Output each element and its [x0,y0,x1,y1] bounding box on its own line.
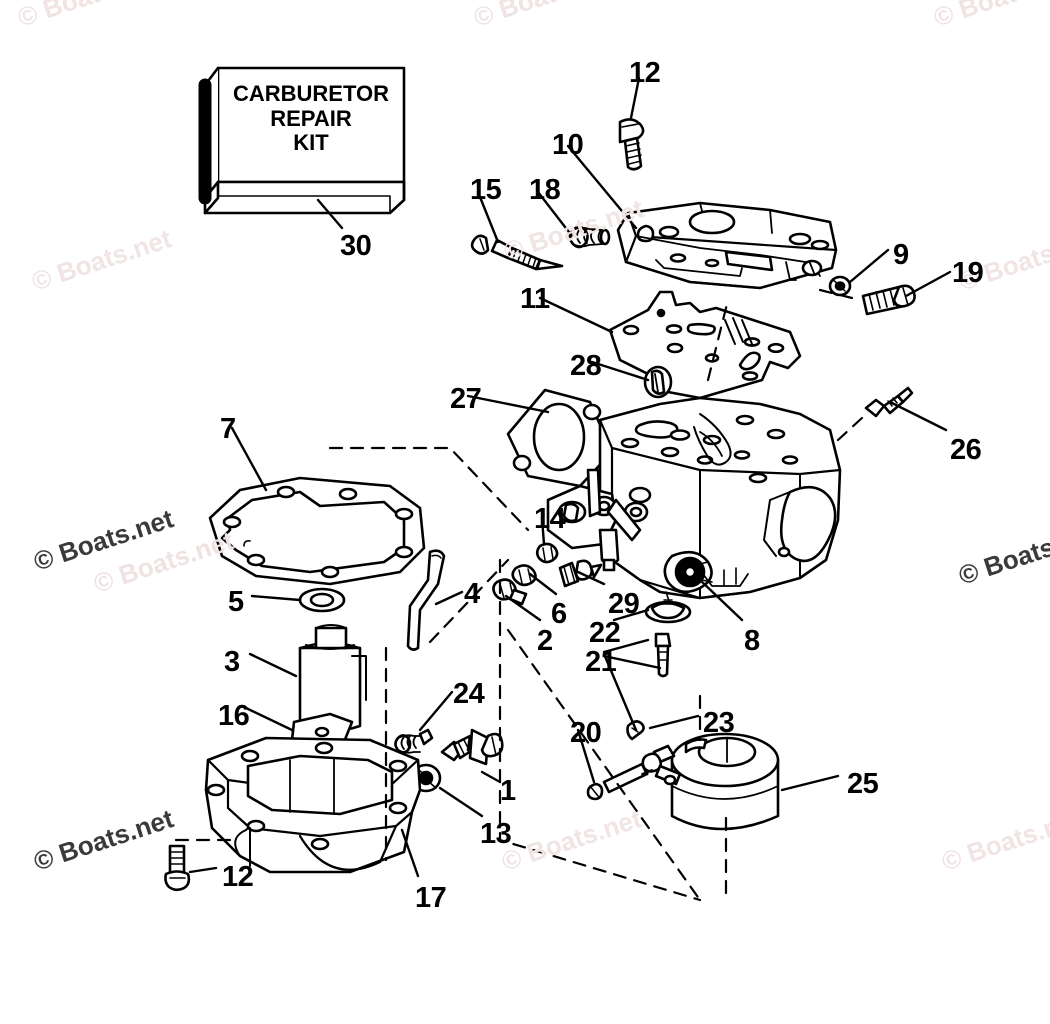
callout-screw-long[interactable]: 20 [570,717,602,749]
callout-fitting[interactable]: 29 [608,588,640,620]
callout-screw-small[interactable]: 2 [537,625,553,657]
repair-kit-label: CARBURETOR REPAIR KIT [218,81,404,156]
callout-cover-plate[interactable]: 16 [218,700,250,732]
callout-screw-top[interactable]: 12 [629,57,661,89]
part-flange-gasket [506,388,614,488]
kit-line-2: REPAIR [270,105,352,131]
callout-screw[interactable]: 19 [952,257,984,289]
part-spring [568,225,611,249]
callout-gasket-plate[interactable]: 11 [520,283,550,315]
part-needle-valve [470,234,564,271]
callout-nut[interactable]: 14 [534,503,566,535]
callout-valve-assembly[interactable]: 1 [500,775,516,807]
part-pin-and-clip [654,632,672,678]
part-nut-14 [535,542,559,564]
part-bushing [643,365,673,399]
callout-retainer[interactable]: 22 [589,617,621,649]
callout-spring-idle[interactable]: 24 [453,678,485,710]
callout-flange-gasket[interactable]: 27 [450,383,482,415]
callout-needle-valve[interactable]: 15 [470,174,502,206]
callout-top-cover[interactable]: 10 [552,129,584,161]
callout-idle-jet[interactable]: 26 [950,434,982,466]
callout-solenoid[interactable]: 25 [847,768,879,800]
kit-line-1: CARBURETOR [232,81,390,106]
callout-float-bowl[interactable]: 17 [415,882,447,914]
kit-line-3: KIT [293,130,329,156]
callout-washer[interactable]: 9 [893,239,909,271]
callout-pin-and-clip[interactable]: 21 [585,646,617,678]
part-fitting-29 [558,559,603,588]
part-washer-seal [298,587,346,613]
part-float-bowl [204,736,422,874]
callout-washer-seal[interactable]: 5 [228,586,244,618]
part-screw-long [586,760,652,801]
part-screw-bowl [164,844,191,892]
callout-o-ring[interactable]: 13 [480,818,512,850]
callout-carburetor-repair-kit[interactable]: 30 [340,230,372,262]
part-screw-19 [861,284,916,316]
callout-carburetor-body[interactable]: 8 [744,625,760,657]
callout-clip[interactable]: 23 [703,707,735,739]
part-valve-assembly [440,728,504,766]
part-vent-tube [406,549,446,651]
part-solenoid [641,732,780,831]
part-body-gasket [208,476,426,586]
part-carburetor-repair-kit [198,66,406,215]
callout-screw-bowl[interactable]: 12 [222,861,254,893]
part-gasket-plate [608,290,802,400]
part-retainer [644,591,692,624]
callout-body-gasket[interactable]: 7 [220,413,236,445]
callout-nut-small[interactable]: 6 [551,598,567,630]
callout-float[interactable]: 3 [224,646,240,678]
part-carburetor-body [546,396,842,600]
callout-spring[interactable]: 18 [529,174,561,206]
part-screw-top [618,118,645,171]
part-idle-jet [864,386,914,418]
part-top-cover [616,201,838,290]
callout-vent-tube[interactable]: 4 [464,578,480,610]
part-washer [828,275,852,297]
callout-bushing[interactable]: 28 [570,350,602,382]
part-nut-small-6 [511,564,537,587]
